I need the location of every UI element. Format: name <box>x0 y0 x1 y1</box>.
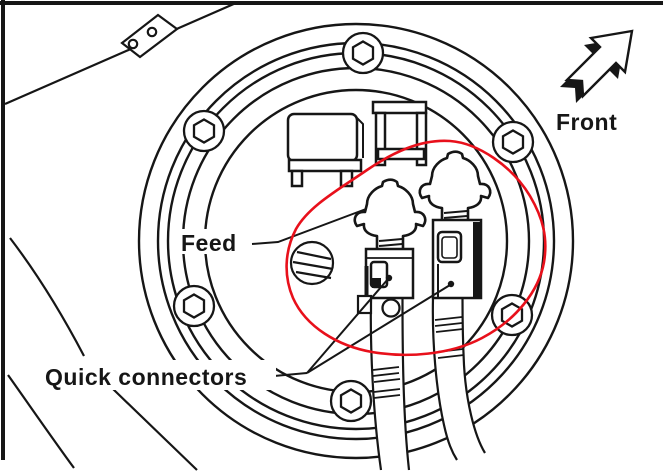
feed-leader-line <box>251 208 367 245</box>
hex-bolt <box>182 293 206 319</box>
front-label: Front <box>556 109 617 135</box>
return-hose <box>431 297 486 461</box>
hex-bolt <box>501 129 525 155</box>
feed-hose <box>369 297 411 471</box>
leader-dot <box>385 274 393 282</box>
bracket-hole <box>127 38 139 50</box>
feed-connector-valve <box>353 178 427 252</box>
quick-connectors-leader-line <box>306 278 389 374</box>
return-connector-valve <box>418 150 492 224</box>
flange-bolts <box>172 31 535 423</box>
leader-dot <box>447 280 455 288</box>
fuel-hoses <box>369 297 486 471</box>
mounting-bracket <box>120 13 179 59</box>
leader-lines <box>251 208 455 377</box>
feed-connector <box>353 178 427 318</box>
bracket-hole <box>146 26 158 38</box>
hex-bolt <box>192 118 216 144</box>
tank-outline <box>4 1 237 471</box>
left-housing <box>286 112 364 188</box>
vent-port <box>289 240 335 286</box>
quick-connectors-leader-line <box>306 284 451 374</box>
red-highlight-circle <box>285 139 547 357</box>
flange-components <box>286 100 428 286</box>
hex-bolt <box>339 388 363 414</box>
border-frame <box>0 0 663 460</box>
right-housing <box>371 100 428 167</box>
hex-bolt <box>351 40 375 66</box>
front-arrow-icon <box>560 29 634 103</box>
quick-connectors-label: Quick connectors <box>45 364 247 390</box>
return-connector <box>418 150 492 300</box>
labels: Feed Quick connectors Front <box>43 109 617 390</box>
quick-connectors-leader-stub <box>273 372 308 377</box>
feed-label: Feed <box>181 230 237 256</box>
